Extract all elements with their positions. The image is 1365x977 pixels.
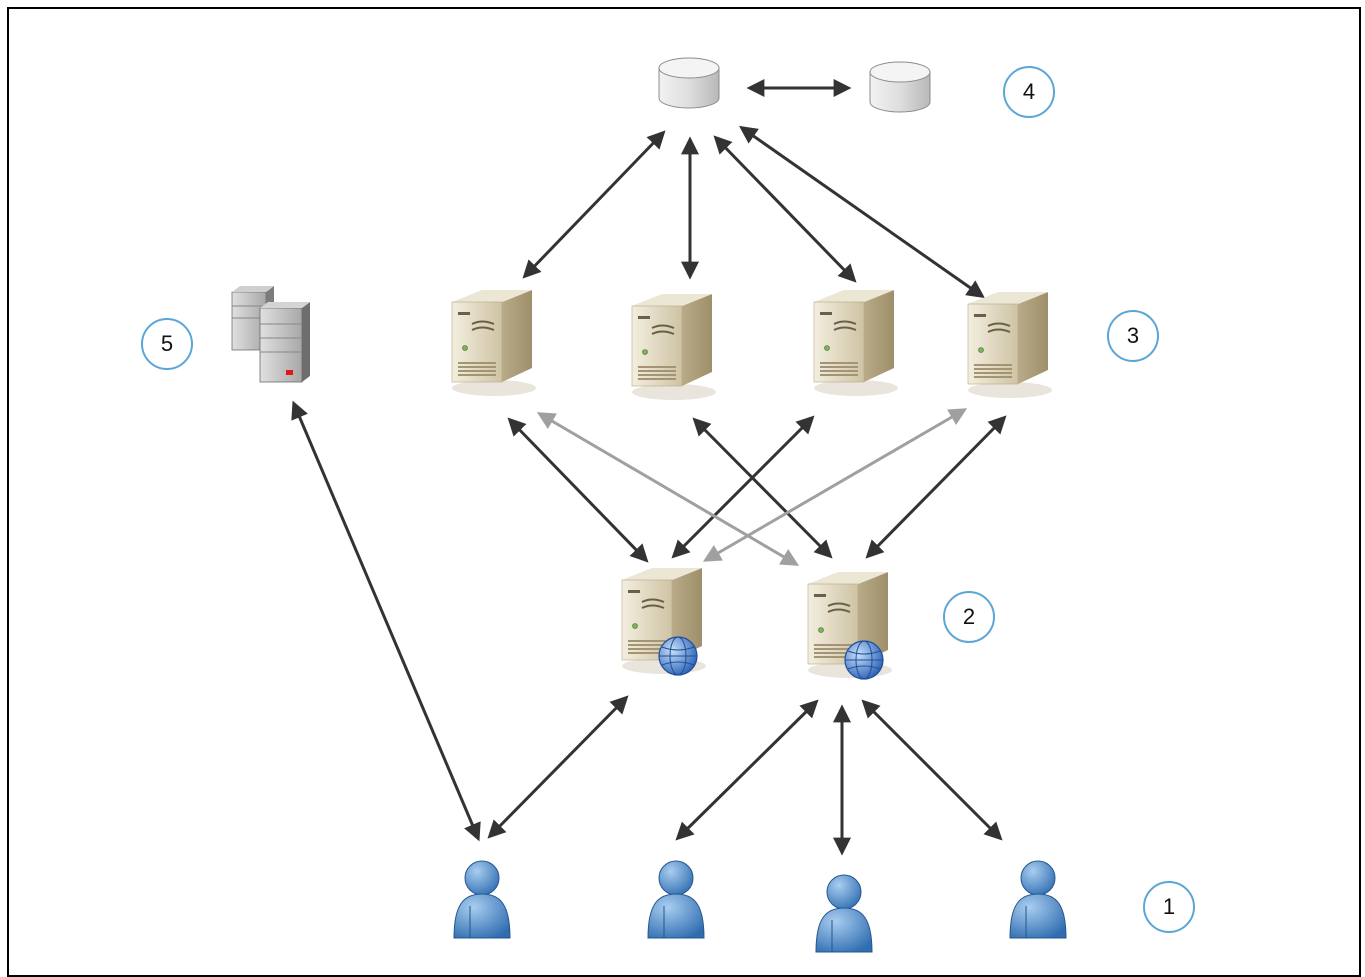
arrow-app4-web2 <box>865 415 1007 559</box>
server-icon <box>813 289 899 397</box>
tier-4-databases <box>658 57 931 113</box>
connector-arrows-secondary <box>536 408 968 566</box>
arrow-app4-web1-secondary <box>702 408 968 562</box>
tier-badge-3: 3 <box>1107 310 1159 362</box>
arrow-ext-user1 <box>291 400 481 842</box>
arrow-db-app4 <box>739 125 985 299</box>
user-icon <box>453 860 511 939</box>
tier-badge-5: 5 <box>141 318 193 370</box>
server-icon <box>631 293 717 401</box>
tier-1-users <box>453 860 1067 953</box>
server-icon <box>451 289 537 397</box>
database-icon <box>869 61 931 113</box>
server-rack-icon <box>231 286 310 383</box>
connector-arrows <box>291 79 1007 856</box>
user-icon <box>815 874 873 953</box>
arrow-web1-user1 <box>487 695 629 839</box>
tier-badge-1: 1 <box>1143 881 1195 933</box>
arrow-app1-web1 <box>507 417 649 563</box>
web-server-icon <box>621 567 707 676</box>
arrow-app2-web2 <box>692 417 833 559</box>
arrow-web2-user4 <box>861 699 1003 841</box>
server-icon <box>967 291 1053 399</box>
web-server-icon <box>807 571 893 680</box>
database-icon <box>658 57 720 109</box>
user-icon <box>1009 860 1067 939</box>
arrow-web2-user2 <box>675 699 819 841</box>
arrow-app3-web1 <box>671 415 815 559</box>
tier-badge-4: 4 <box>1003 66 1055 118</box>
tier-2-web-servers <box>621 567 893 680</box>
tier-3-servers <box>451 289 1053 401</box>
user-icon <box>647 860 705 939</box>
tier-badge-2: 2 <box>943 591 995 643</box>
arrow-db-app1 <box>522 130 666 279</box>
